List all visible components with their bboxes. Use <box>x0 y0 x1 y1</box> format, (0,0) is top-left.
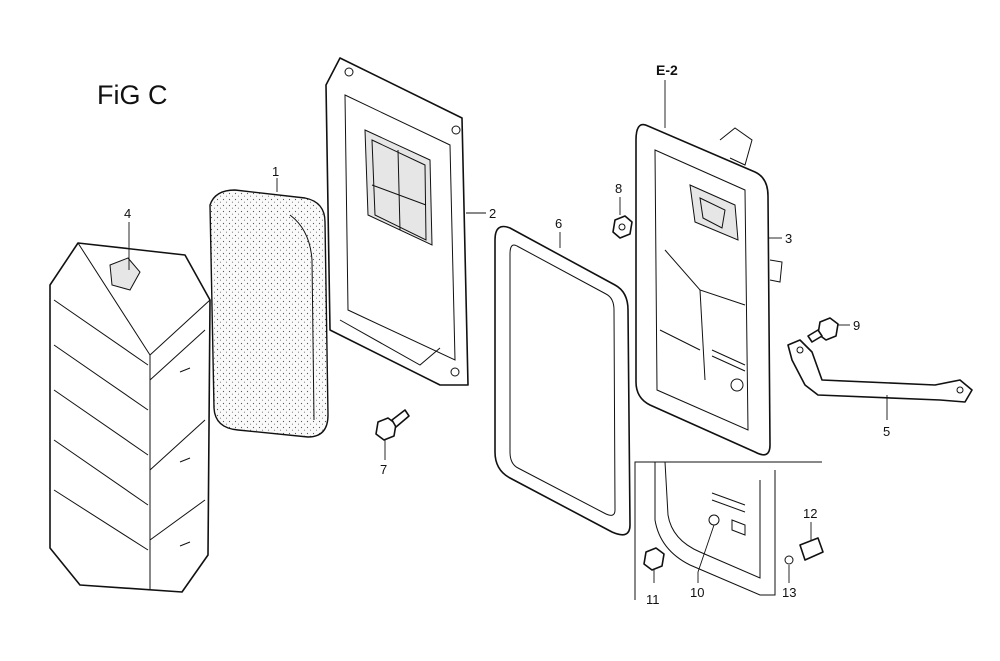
bolt-9 <box>807 317 839 343</box>
callout-11: 11 <box>646 592 660 607</box>
nut-8 <box>612 215 633 239</box>
callout-10: 10 <box>690 585 704 600</box>
stay-bracket <box>787 339 973 403</box>
air-cleaner-base <box>635 123 783 456</box>
callout-9: 9 <box>853 318 860 333</box>
callout-13: 13 <box>782 585 796 600</box>
callout-4: 4 <box>124 206 131 221</box>
callout-1: 1 <box>272 164 279 179</box>
callout-6: 6 <box>555 216 562 231</box>
figure-title: FiG C <box>97 80 168 110</box>
bolt-7 <box>375 409 410 441</box>
leader-lines <box>128 80 888 583</box>
filter-element <box>209 189 329 438</box>
air-cleaner-cover <box>49 242 211 593</box>
callout-12: 12 <box>803 506 817 521</box>
callout-labels: 1 2 3 4 5 6 7 8 9 10 11 12 13 E-2 <box>124 62 890 607</box>
callout-3: 3 <box>785 231 792 246</box>
inset-detail <box>634 461 824 600</box>
callout-5: 5 <box>883 424 890 439</box>
callout-7: 7 <box>380 462 387 477</box>
callout-8: 8 <box>615 181 622 196</box>
gasket <box>494 225 631 536</box>
air-cleaner-case <box>325 57 469 386</box>
callout-2: 2 <box>489 206 496 221</box>
callout-e2: E-2 <box>656 62 678 78</box>
